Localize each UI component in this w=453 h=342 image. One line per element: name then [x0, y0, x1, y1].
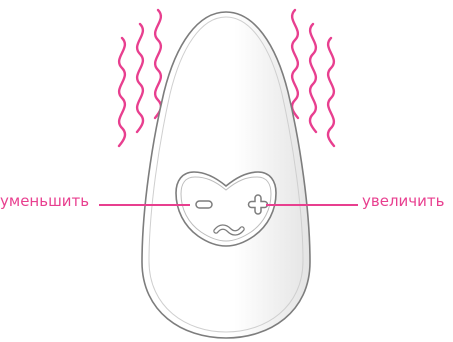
- vibration-waves-right-icon: [292, 10, 334, 146]
- device-body: [142, 12, 310, 338]
- decrease-label: уменьшить: [0, 192, 89, 210]
- increase-label: увеличить: [362, 192, 444, 210]
- minus-icon: [196, 201, 212, 208]
- minus-button[interactable]: [196, 201, 212, 208]
- vibration-waves-left-icon: [119, 10, 161, 146]
